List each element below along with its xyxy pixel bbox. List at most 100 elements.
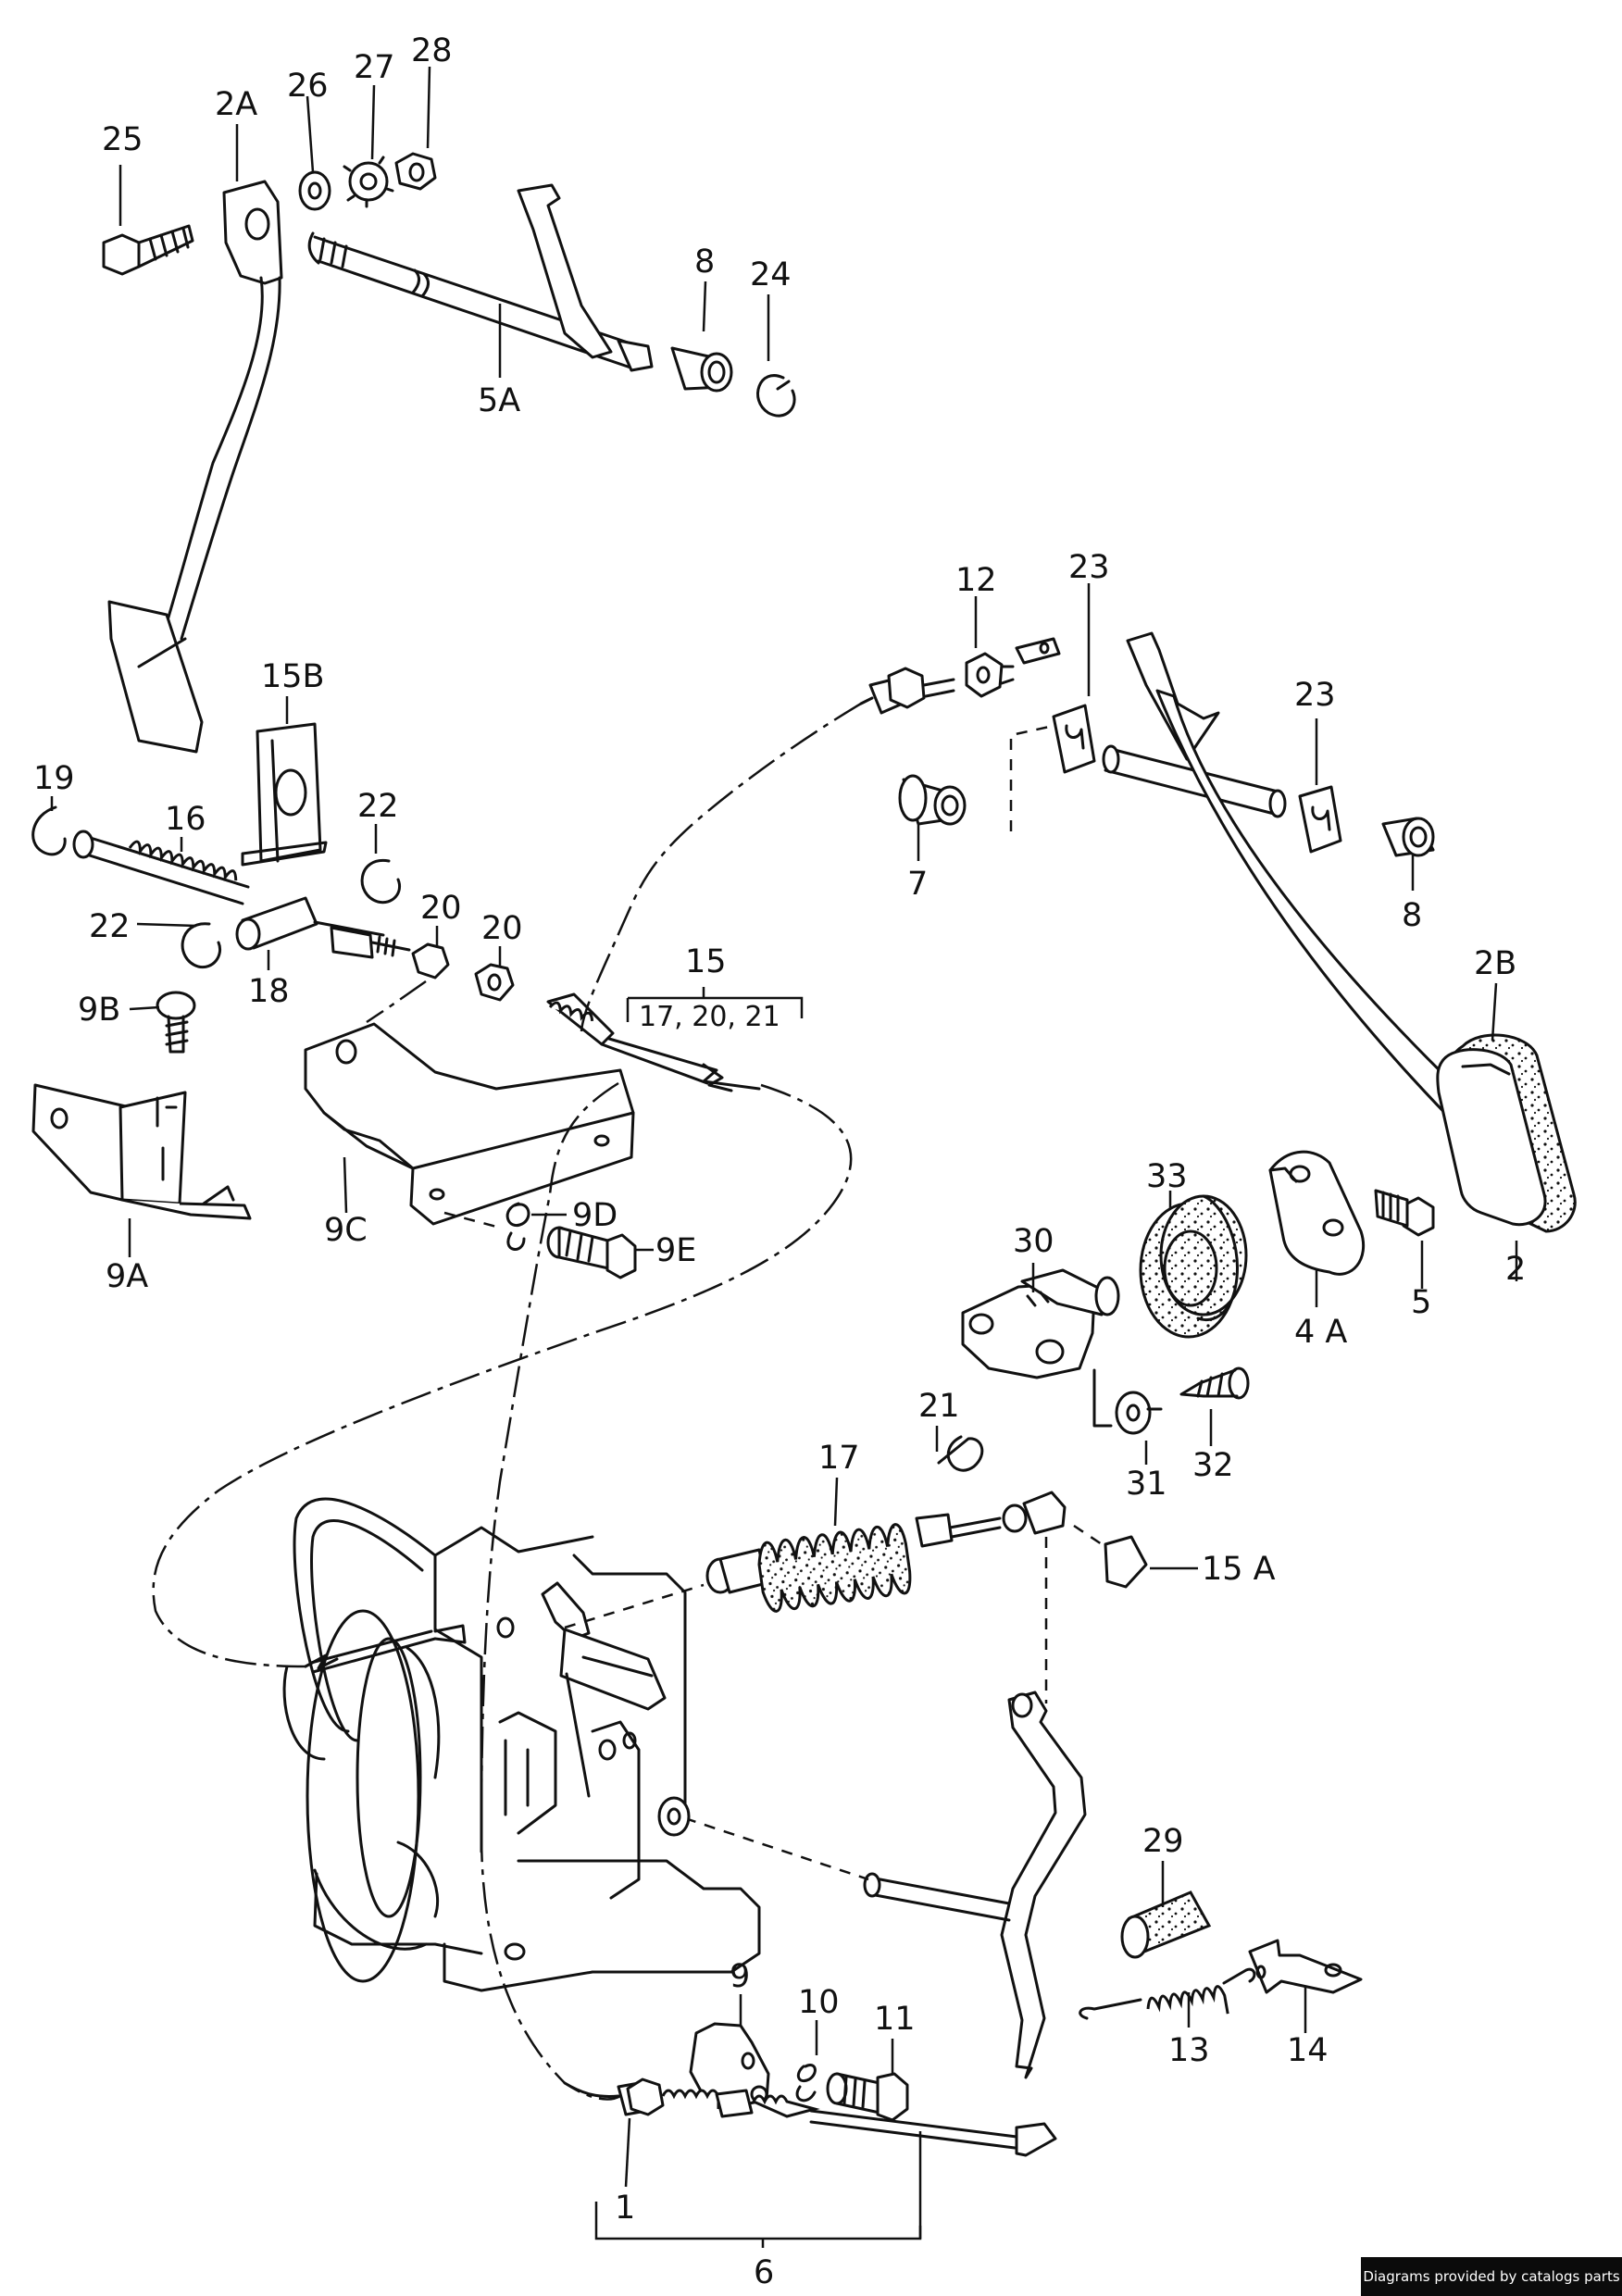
callout-9b: 9B	[78, 992, 120, 1029]
callout-23-right: 23	[1294, 677, 1336, 714]
lever-arm-drawing	[1000, 1691, 1087, 2079]
callout-2b: 2B	[1474, 945, 1516, 982]
callout-12: 12	[955, 562, 997, 599]
callout-27: 27	[354, 49, 395, 86]
callout-9d: 9D	[572, 1197, 618, 1234]
bolt-25-drawing	[102, 224, 194, 276]
callout-33: 33	[1146, 1158, 1188, 1195]
clip-23-right-drawing	[1298, 785, 1342, 854]
callout-31: 31	[1126, 1466, 1167, 1503]
nut-20-inner-drawing	[411, 942, 450, 980]
bracket-9c-drawing	[304, 1022, 635, 1226]
clip-22-lower-drawing	[181, 922, 221, 969]
clip-15a-drawing	[1104, 1535, 1148, 1589]
callout-2: 2	[1505, 1251, 1526, 1288]
washer-31-drawing	[1115, 1391, 1152, 1435]
callout-32: 32	[1192, 1447, 1234, 1484]
spring-13-drawing	[1079, 1967, 1256, 2020]
washer-26-drawing	[298, 170, 331, 211]
callout-24: 24	[750, 256, 792, 293]
callout-9: 9	[730, 1958, 750, 1995]
callout-17: 17	[818, 1440, 860, 1477]
callout-7: 7	[907, 866, 928, 903]
bracket-15b-drawing	[241, 722, 328, 867]
clip-22-upper-drawing	[360, 858, 401, 905]
clip-19-drawing	[31, 805, 67, 856]
release-bearing-2-drawing	[1436, 1033, 1577, 1233]
callout-9c: 9C	[324, 1212, 368, 1249]
callout-20-outer: 20	[481, 910, 523, 947]
callout-2a: 2A	[215, 86, 257, 123]
callout-21: 21	[918, 1388, 960, 1425]
leader-lines	[50, 66, 1518, 2248]
nut-28-drawing	[394, 152, 437, 191]
pedal-assembly	[102, 152, 796, 754]
callout-labels: 25 2A 26 27 28 5A 8 24 12 23 23 7 8 2B 2…	[33, 32, 1526, 2291]
callout-11: 11	[874, 2001, 916, 2038]
pedal-arm-2a-drawing	[107, 180, 283, 754]
bolt-9e-drawing	[546, 1226, 637, 1279]
callout-29: 29	[1142, 1823, 1184, 1860]
callout-6: 6	[754, 2254, 774, 2291]
callout-8-right: 8	[1402, 897, 1422, 934]
callout-19: 19	[33, 760, 75, 797]
callout-23-left: 23	[1068, 549, 1110, 586]
spring-bracket-assembly	[31, 722, 637, 1279]
pedal-shaft-5a-drawing	[307, 183, 654, 372]
callout-5: 5	[1411, 1284, 1431, 1321]
spring-16-drawing	[72, 830, 250, 905]
callout-1: 1	[615, 2190, 635, 2227]
callout-30: 30	[1013, 1223, 1054, 1260]
callout-22-lower: 22	[89, 908, 131, 945]
callout-22-upper: 22	[357, 788, 399, 825]
lock-washer-27-drawing	[343, 156, 394, 208]
callout-15b: 15B	[261, 658, 325, 695]
clip-23-left-drawing	[1052, 704, 1096, 774]
callout-5a: 5A	[478, 382, 520, 419]
callout-8-top: 8	[694, 243, 715, 281]
callout-9a: 9A	[106, 1258, 148, 1295]
damper-29-drawing	[1120, 1890, 1212, 1959]
clutch-cable-15-drawing	[152, 702, 862, 2101]
screw-32-drawing	[1179, 1366, 1250, 1400]
gearbox-housing-drawing	[282, 1497, 761, 1992]
bush-8-right-drawing	[1381, 817, 1435, 857]
callout-25: 25	[102, 121, 143, 158]
callout-15a: 15 A	[1202, 1551, 1276, 1588]
callout-14: 14	[1287, 2032, 1329, 2069]
callout-15: 15	[685, 943, 727, 980]
clip-21-drawing	[937, 1435, 984, 1472]
clip-24-drawing	[756, 374, 796, 418]
callout-16: 16	[165, 801, 206, 838]
bolt-11-drawing	[826, 2072, 909, 2122]
split-pin-9d-drawing	[505, 1202, 530, 1251]
bush-8-top-drawing	[670, 346, 733, 393]
release-shaft-assembly	[898, 631, 1577, 1435]
bracket-14-drawing	[1248, 1939, 1363, 1994]
lower-assembly	[282, 1435, 1363, 2157]
clip-10-drawing	[795, 2064, 817, 2103]
cable-end-1-drawing	[563, 2078, 1057, 2157]
callout-10: 10	[798, 1984, 840, 2021]
bush-7-drawing	[898, 774, 967, 826]
callout-28: 28	[411, 32, 453, 69]
bolt-5-drawing	[1374, 1189, 1435, 1237]
bolt-9b-drawing	[156, 991, 196, 1054]
nut-20-outer-drawing	[474, 963, 515, 1002]
callout-26: 26	[287, 68, 329, 105]
callout-9e: 9E	[655, 1232, 696, 1269]
callout-20-inner: 20	[420, 890, 462, 927]
bellows-17-drawing	[705, 1491, 1067, 1613]
cable-end-12-drawing	[859, 637, 1061, 715]
callout-18: 18	[248, 973, 290, 1010]
plate-4a-drawing	[1268, 1150, 1366, 1276]
bracket-9a-drawing	[31, 1083, 252, 1220]
credit-footer: Diagrams provided by catalogs parts	[1361, 2257, 1622, 2296]
pin-18-drawing	[235, 896, 318, 951]
callout-13: 13	[1168, 2032, 1210, 2069]
callout-15-subparts: 17, 20, 21	[639, 1001, 780, 1033]
release-lever-2b-drawing	[1102, 631, 1483, 1142]
bracket-9-drawing	[689, 2022, 770, 2107]
guide-30-drawing	[961, 1268, 1120, 1379]
